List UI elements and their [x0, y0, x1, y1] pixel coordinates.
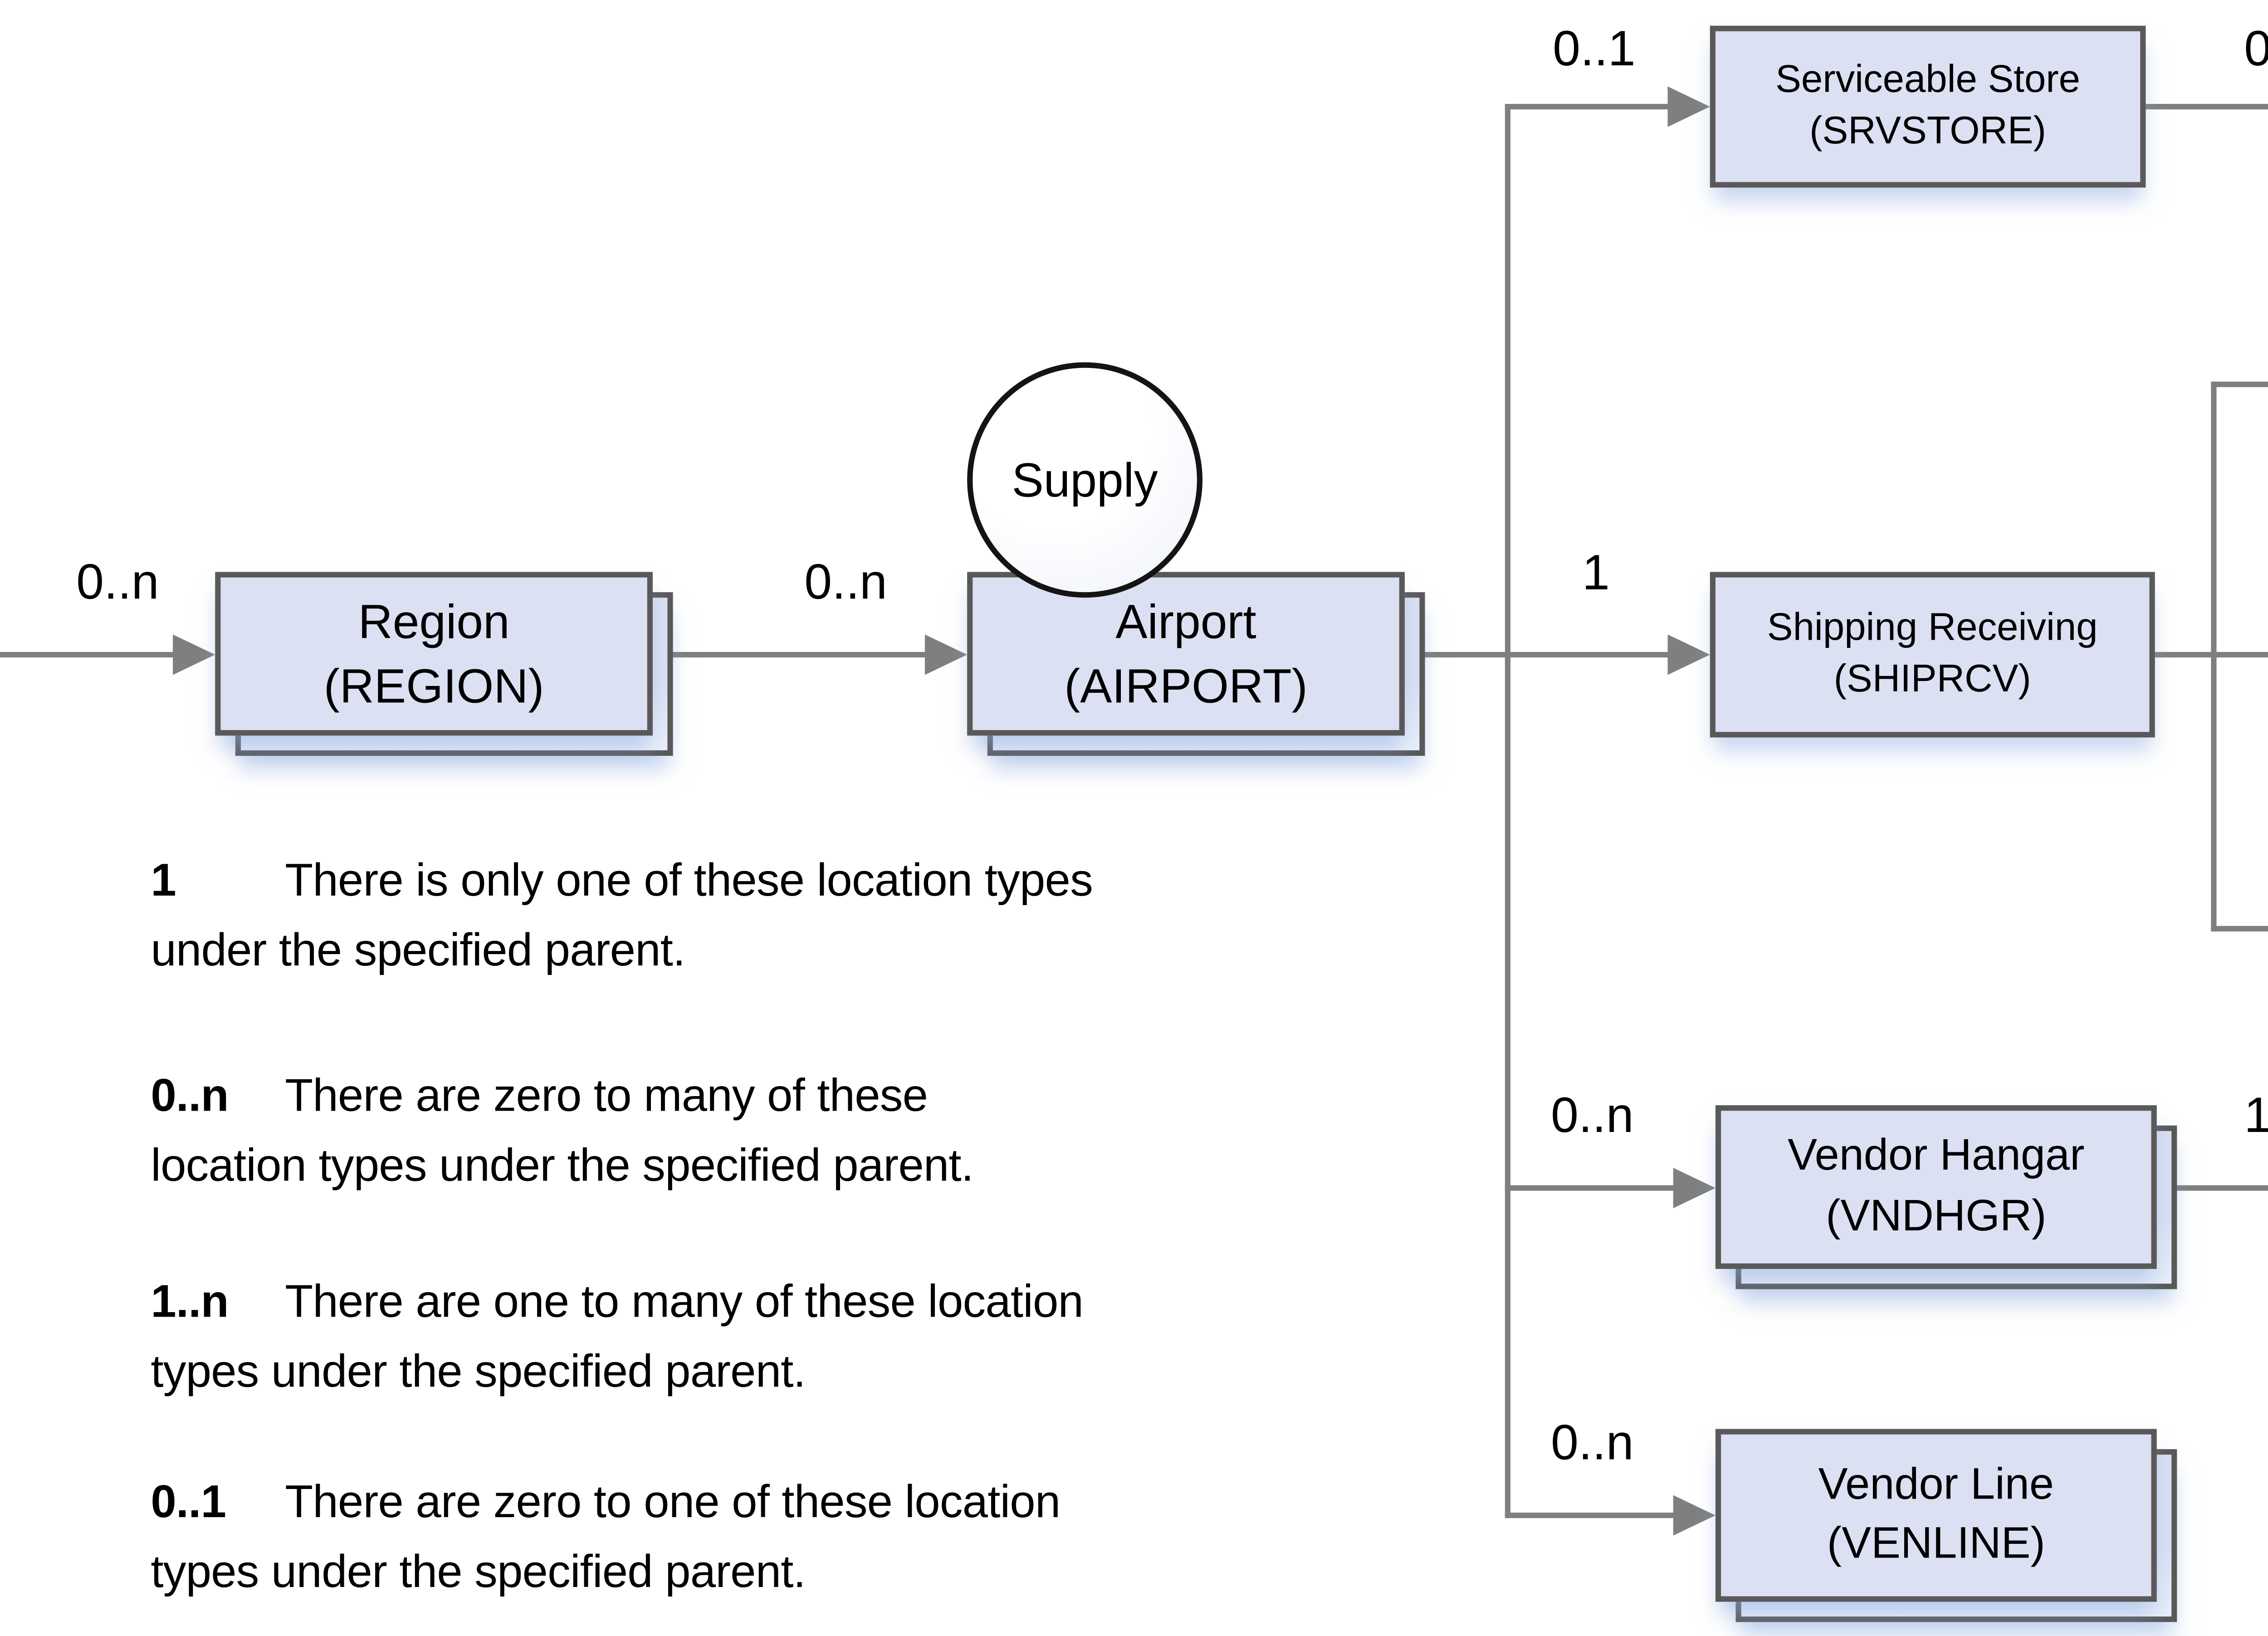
legend-token: 1..n: [151, 1276, 229, 1328]
node-label-line: (SRVSTORE): [1809, 110, 2047, 153]
legend-item-line1: 1..n There are one to many of these locat…: [151, 1267, 1327, 1337]
supply-circle: Supply: [967, 362, 1202, 598]
arrowhead-icon: [1667, 86, 1710, 127]
legend-item-line2: types under the specified parent.: [151, 1346, 806, 1398]
legend-item-0..1: 0..1 There are zero to one of these locat…: [151, 1468, 1327, 1607]
node-label-line: (VENLINE): [1827, 1519, 2045, 1569]
node-airport: Airport (AIRPORT): [967, 572, 1405, 736]
multiplicity-label: 0..n: [804, 554, 887, 610]
legend-text: There are one to many of these location: [285, 1276, 1084, 1328]
node-label-line: Serviceable Store: [1775, 59, 2081, 101]
node-label-line: Shipping Receiving: [1767, 607, 2098, 649]
arrowhead-icon: [1673, 1167, 1716, 1209]
node-region: Region (REGION): [215, 572, 653, 736]
node-label-line: Vendor Hangar: [1788, 1131, 2085, 1181]
legend-item-1..n: 1..n There are one to many of these locat…: [151, 1267, 1327, 1407]
multiplicity-label: 1..n: [2244, 1088, 2268, 1145]
node-label-line: (SHIPRCV): [1833, 658, 2031, 701]
node-label-line: Region: [358, 593, 510, 649]
legend-item-line2: under the specified parent.: [151, 925, 685, 977]
node-shipping-receiving: Shipping Receiving (SHIPRCV): [1710, 572, 2155, 738]
node-vendor-hangar: Vendor Hangar (VNDHGR): [1715, 1105, 2157, 1269]
multiplicity-label: 1: [1582, 545, 1610, 601]
node-label-line: Airport: [1115, 593, 1256, 649]
legend-item-line2: location types under the specified paren…: [151, 1140, 974, 1192]
arrowhead-icon: [1673, 1495, 1716, 1536]
supply-label: Supply: [1012, 451, 1158, 507]
legend-item-line1: 0..n There are zero to many of these: [151, 1061, 1327, 1131]
node-serviceable-store: Serviceable Store (SRVSTORE): [1710, 25, 2146, 188]
node-vendor-line: Vendor Line (VENLINE): [1715, 1429, 2157, 1602]
legend-text: There is only one of these location type…: [285, 855, 1093, 907]
arrowhead-icon: [173, 634, 215, 675]
legend-token: 1: [151, 855, 176, 907]
legend-text: There are zero to one of these location: [285, 1476, 1061, 1528]
node-label-line: (REGION): [323, 657, 544, 713]
multiplicity-label: 0..n: [76, 554, 159, 610]
legend-item-0..n: 0..n There are zero to many of these locat…: [151, 1061, 1327, 1201]
legend-item-line1: 1 There is only one of these location typ…: [151, 846, 1327, 916]
multiplicity-label: 0..n: [2244, 21, 2268, 78]
multiplicity-label: 0..1: [1553, 21, 1636, 77]
legend-token: 0..1: [151, 1476, 226, 1528]
arrowhead-icon: [1667, 634, 1710, 675]
node-label-line: (VNDHGR): [1826, 1190, 2047, 1241]
multiplicity-label: 0..n: [1551, 1087, 1634, 1143]
arrowhead-icon: [924, 634, 968, 675]
legend-token: 0..n: [151, 1070, 229, 1122]
legend-text: There are zero to many of these: [285, 1070, 928, 1122]
node-label-line: (AIRPORT): [1064, 657, 1308, 713]
multiplicity-label: 0..n: [1551, 1415, 1634, 1470]
legend-item-line1: 0..1 There are zero to one of these locat…: [151, 1468, 1327, 1538]
legend-item-1: 1 There is only one of these location typ…: [151, 846, 1327, 986]
node-label-line: Vendor Line: [1818, 1460, 2054, 1510]
legend-item-line2: types under the specified parent.: [151, 1546, 806, 1598]
